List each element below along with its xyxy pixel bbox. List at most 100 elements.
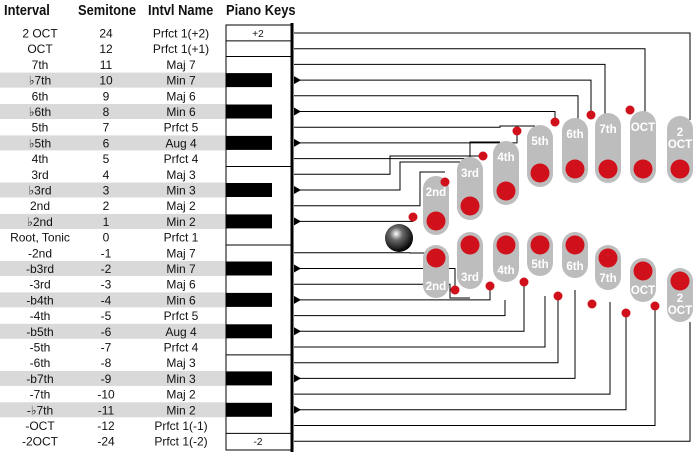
piano-keys-frame [225, 24, 293, 451]
interval-cell: 4th [32, 152, 49, 166]
connector-dot [519, 277, 529, 287]
upper-pill: OCT [630, 111, 656, 183]
semitone-cell: -10 [97, 388, 115, 402]
pill-red-dot [633, 159, 653, 179]
pill-red-dot [633, 261, 653, 281]
semitone-cell: -2 [101, 262, 112, 276]
interval-cell: -2OCT [22, 435, 59, 449]
row-shade [0, 261, 226, 276]
pill-red-dot [670, 159, 690, 179]
interval-cell: 6th [32, 89, 49, 103]
connector-dot [485, 281, 495, 291]
row-shade [0, 323, 226, 339]
interval-cell: -2nd [28, 246, 52, 260]
key-arrow [294, 405, 301, 414]
interval-name-cell: Maj 7 [166, 58, 196, 72]
interval-cell: ♭2nd [27, 215, 53, 229]
semitone-cell: 2 [103, 199, 110, 213]
pill-label: 6th [566, 129, 583, 141]
connector-line [294, 79, 592, 115]
upper-pill: 2OCT [667, 116, 693, 183]
interval-cell: -♭7th [27, 403, 53, 417]
connector-dot [650, 301, 660, 311]
connector-line [294, 296, 546, 348]
pill-label: 6th [566, 261, 583, 273]
pill-label: OCT [631, 122, 655, 134]
row-shade [0, 135, 226, 151]
lower-pill: 4th [493, 232, 519, 282]
pill-label: 7th [599, 273, 616, 285]
semitone-cell: -5 [101, 309, 112, 323]
connector-dot [512, 126, 522, 136]
semitone-cell: 24 [99, 27, 113, 41]
upper-pill: 2nd [423, 176, 449, 235]
pill-label: 3rd [461, 168, 479, 180]
interval-name-cell: Min 7 [166, 74, 196, 88]
black-key [226, 292, 272, 307]
lower-pill: 2nd [423, 245, 449, 298]
semitone-cell: -1 [101, 246, 112, 260]
pill-label: 7th [599, 124, 616, 136]
interval-name-cell: Prfct 4 [164, 152, 199, 166]
black-key [226, 135, 272, 150]
interval-name-cell: Prfct 5 [164, 309, 199, 323]
interval-cell: ♭3rd [28, 184, 51, 198]
interval-cell: -7th [30, 388, 51, 402]
connector-dot [625, 105, 635, 115]
semitone-cell: -12 [97, 419, 115, 433]
lower-pill: 7th [595, 245, 621, 290]
upper-pill: 7th [595, 113, 621, 183]
root-ball [385, 224, 413, 252]
key-arrow [294, 327, 301, 336]
interval-cell: ♭7th [29, 74, 51, 88]
interval-cell: -b7th [26, 372, 53, 386]
interval-name-cell: Maj 3 [166, 356, 196, 370]
pill-red-dot [426, 211, 446, 231]
black-key [226, 214, 272, 229]
semitone-cell: -7 [101, 341, 112, 355]
key-label-top: +2 [252, 29, 264, 40]
key-arrow [294, 295, 301, 304]
interval-name-cell: Min 2 [166, 215, 196, 229]
black-key [226, 73, 272, 88]
pill-red-dot [670, 271, 690, 291]
connector-dot [587, 299, 597, 309]
interval-name-cell: Min 6 [166, 293, 196, 307]
interval-name-cell: Min 3 [166, 372, 196, 386]
interval-cell: ♭6th [29, 105, 51, 119]
interval-cell: ♭5th [29, 136, 51, 150]
semitone-cell: 9 [103, 89, 110, 103]
connector-line [294, 282, 525, 332]
key-arrow [294, 186, 301, 194]
connector-line [294, 131, 518, 144]
interval-name-cell: Maj 2 [166, 388, 196, 402]
connector-line [294, 111, 556, 122]
pill-red-dot [598, 159, 618, 179]
connector-line [294, 217, 414, 222]
pill-red-dot [565, 235, 585, 255]
row-shade [0, 72, 226, 88]
interval-name-cell: Maj 3 [166, 168, 196, 182]
connector-line [294, 155, 483, 175]
pill-red-dot [496, 181, 516, 201]
black-key [226, 324, 272, 339]
connector-line [294, 296, 559, 364]
pill-label: 2 [677, 127, 683, 139]
upper-pill: 5th [527, 125, 553, 187]
black-key [226, 371, 272, 386]
connector-dot [408, 212, 418, 222]
connector-line [294, 161, 470, 191]
semitone-cell: -11 [98, 403, 115, 417]
lower-pill: OCT [630, 258, 656, 302]
interval-cell: -4th [30, 309, 51, 323]
interval-name-cell: Prfct 1(-2) [154, 435, 207, 449]
connector-line [294, 283, 470, 299]
pill-label: OCT [668, 139, 692, 151]
row-shade [0, 213, 226, 229]
lower-pill: 2OCT [667, 268, 693, 322]
header-interval: Interval [4, 2, 50, 19]
interval-name-cell: Prfct 1(+2) [153, 27, 209, 41]
connector-line [294, 95, 579, 120]
